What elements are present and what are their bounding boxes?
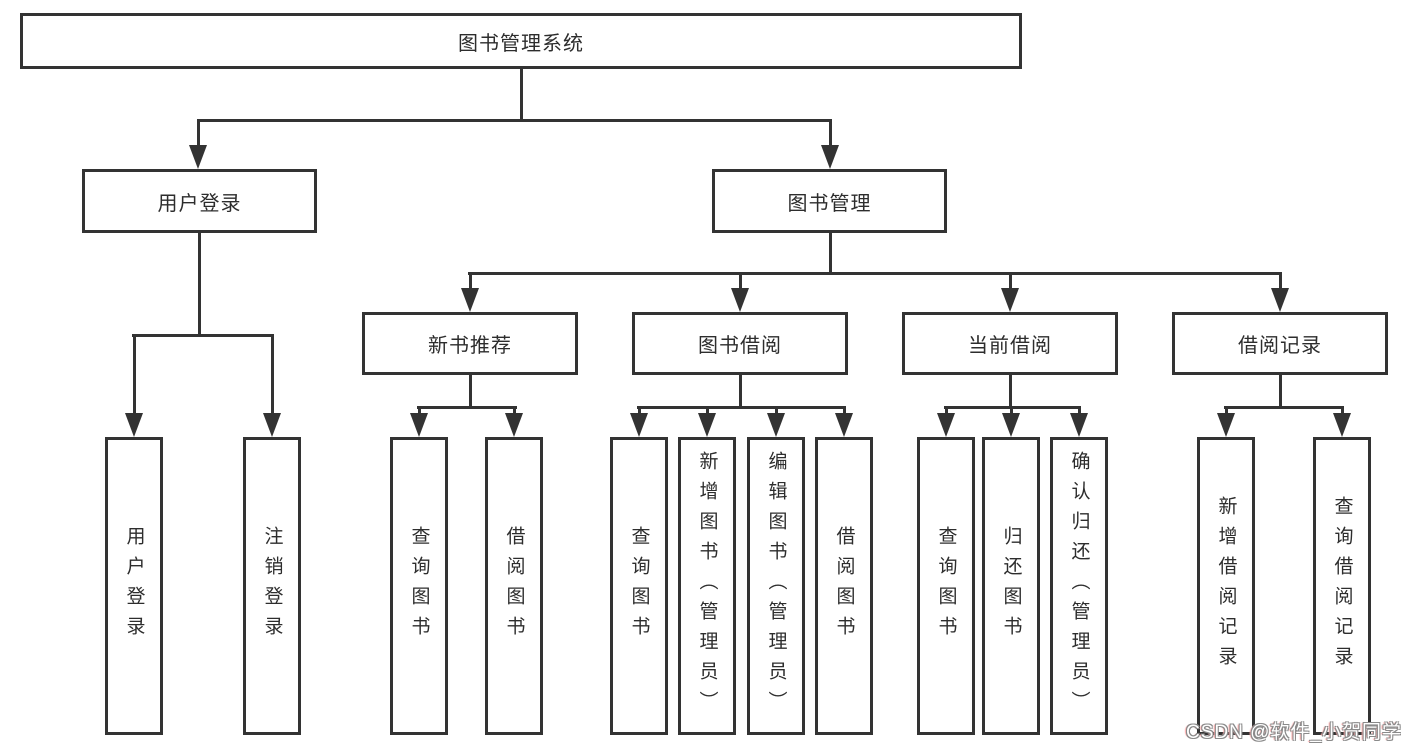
connector-drop-new-book [469,272,472,291]
connector-drop-book-management [829,119,832,150]
leaf-borrow-book-label: 借阅图书 [833,526,855,646]
connector-new-book-stem [469,375,472,408]
leaf-add-book-admin-label: 新增图书（管理员） [696,451,718,721]
node-book-borrow: 图书借阅 [632,312,848,375]
leaf-return-book: 归还图书 [982,437,1040,735]
connector-leaf-drop [418,406,421,416]
connector-drop-current-borrow [1009,272,1012,291]
node-new-book-recommend: 新书推荐 [362,312,578,375]
connector-rail-user-login [132,334,274,337]
node-borrow-record: 借阅记录 [1172,312,1388,375]
connector-rail-level3 [468,272,1282,275]
leaf-logout-label: 注销登录 [261,526,283,646]
connector-leaf-drop [775,406,778,416]
leaf-newbook-query: 查询图书 [390,437,448,735]
connector-leaf-drop [1225,406,1228,416]
connector-leaf-drop [1010,406,1013,416]
leaf-edit-book-admin: 编辑图书（管理员） [747,437,805,735]
connector-borrow-record-stem [1279,375,1282,408]
connector-current-borrow-stem [1009,375,1012,408]
leaf-borrow-query-book: 查询图书 [610,437,668,735]
leaf-add-borrow-record-label: 新增借阅记录 [1215,496,1237,676]
connector-drop-user-login [197,119,200,150]
arrow-down-icon [1333,413,1351,437]
connector-book-management-stem [829,233,832,275]
arrow-down-icon [410,413,428,437]
leaf-newbook-query-label: 查询图书 [408,526,430,646]
arrow-down-icon [698,413,716,437]
leaf-add-borrow-record: 新增借阅记录 [1197,437,1255,735]
leaf-confirm-return-admin: 确认归还（管理员） [1050,437,1108,735]
arrow-down-icon [1001,288,1019,312]
connector-rail-book-borrow [637,406,846,409]
connector-leaf-drop [638,406,641,416]
leaf-user-login: 用户登录 [105,437,163,735]
arrow-down-icon [1217,413,1235,437]
arrow-down-icon [821,145,839,169]
connector-leaf-drop [1341,406,1344,416]
arrow-down-icon [630,413,648,437]
leaf-newbook-borrow: 借阅图书 [485,437,543,735]
leaf-edit-book-admin-label: 编辑图书（管理员） [765,451,787,721]
leaf-return-book-label: 归还图书 [1000,526,1022,646]
arrow-down-icon [1002,413,1020,437]
csdn-watermark: CSDN @软件_小贺同学 [1186,722,1402,743]
connector-user-login-stem [198,233,201,336]
connector-rail-level2 [197,119,832,122]
connector-leaf-drop [513,406,516,416]
arrow-down-icon [1070,413,1088,437]
arrow-down-icon [731,288,749,312]
leaf-logout: 注销登录 [243,437,301,735]
leaf-user-login-label: 用户登录 [123,526,145,646]
node-book-management-label: 图书管理 [787,192,872,215]
arrow-down-icon [189,145,207,169]
node-current-borrow-label: 当前借阅 [968,335,1052,357]
leaf-add-book-admin: 新增图书（管理员） [678,437,736,735]
connector-root-stem [520,69,523,121]
arrow-down-icon [937,413,955,437]
arrow-down-icon [767,413,785,437]
connector-leaf-drop [843,406,846,416]
node-book-management: 图书管理 [712,169,947,233]
connector-leaf-drop [945,406,948,416]
node-book-borrow-label: 图书借阅 [698,335,782,357]
node-root: 图书管理系统 [20,13,1022,69]
connector-leaf-drop [706,406,709,416]
connector-book-borrow-stem [739,375,742,408]
connector-leaf-drop [1078,406,1081,416]
node-root-label: 图书管理系统 [458,32,584,55]
connector-drop-logout-leaf [271,334,274,416]
arrow-down-icon [1271,288,1289,312]
leaf-confirm-return-admin-label: 确认归还（管理员） [1068,451,1090,721]
arrow-down-icon [835,413,853,437]
node-user-login: 用户登录 [82,169,317,233]
leaf-current-query-book-label: 查询图书 [935,526,957,646]
connector-rail-borrow-record [1224,406,1344,409]
leaf-query-borrow-record: 查询借阅记录 [1313,437,1371,735]
node-user-login-label: 用户登录 [157,192,242,215]
arrow-down-icon [263,413,281,437]
leaf-current-query-book: 查询图书 [917,437,975,735]
arrow-down-icon [461,288,479,312]
node-borrow-record-label: 借阅记录 [1238,335,1322,357]
node-current-borrow: 当前借阅 [902,312,1118,375]
node-new-book-recommend-label: 新书推荐 [428,335,512,357]
arrow-down-icon [505,413,523,437]
leaf-newbook-borrow-label: 借阅图书 [503,526,525,646]
arrow-down-icon [125,413,143,437]
leaf-query-borrow-record-label: 查询借阅记录 [1331,496,1353,676]
leaf-borrow-query-book-label: 查询图书 [628,526,650,646]
connector-drop-book-borrow [739,272,742,291]
leaf-borrow-book: 借阅图书 [815,437,873,735]
connector-drop-login-leaf [133,334,136,416]
connector-rail-new-book [417,406,517,409]
connector-drop-borrow-record [1279,272,1282,291]
